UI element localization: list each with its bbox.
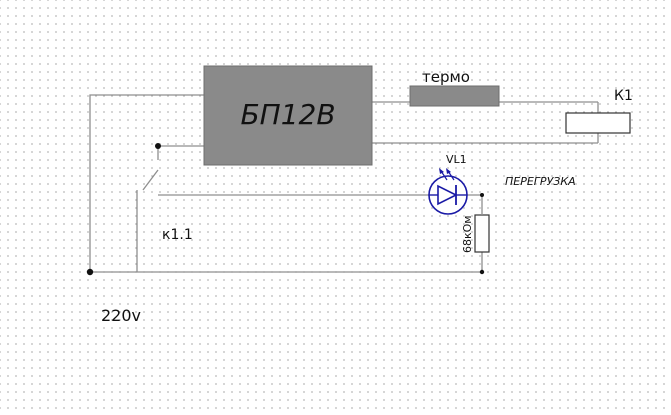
wire-psu-to-switch [157,145,204,160]
resistor-68k [474,214,490,253]
led-label: VL1 [446,153,467,166]
mains-label: 220v [101,306,141,325]
thermo-element [409,85,500,107]
thermo-label: термо [422,68,470,86]
relay-coil [565,112,631,134]
resistor-label: 68кОм [461,215,474,253]
power-supply-label: БП12В [240,98,335,131]
wire-switch-arm [142,169,159,191]
relay-contact-label: к1.1 [162,227,193,243]
junction-node [479,269,485,275]
wires [89,94,599,273]
junction-node [86,268,94,276]
power-supply-block [203,65,373,166]
overload-label: ПЕРЕГРУЗКА [505,175,576,188]
wire-left-mains [89,94,204,272]
led-emission-arrowhead [446,168,451,174]
led-vl1 [428,168,468,215]
led-emission-arrowhead [439,168,444,174]
relay-label: К1 [614,88,633,104]
junction-node [480,193,484,197]
led-diode-triangle [437,184,458,206]
junction-node [155,143,161,149]
